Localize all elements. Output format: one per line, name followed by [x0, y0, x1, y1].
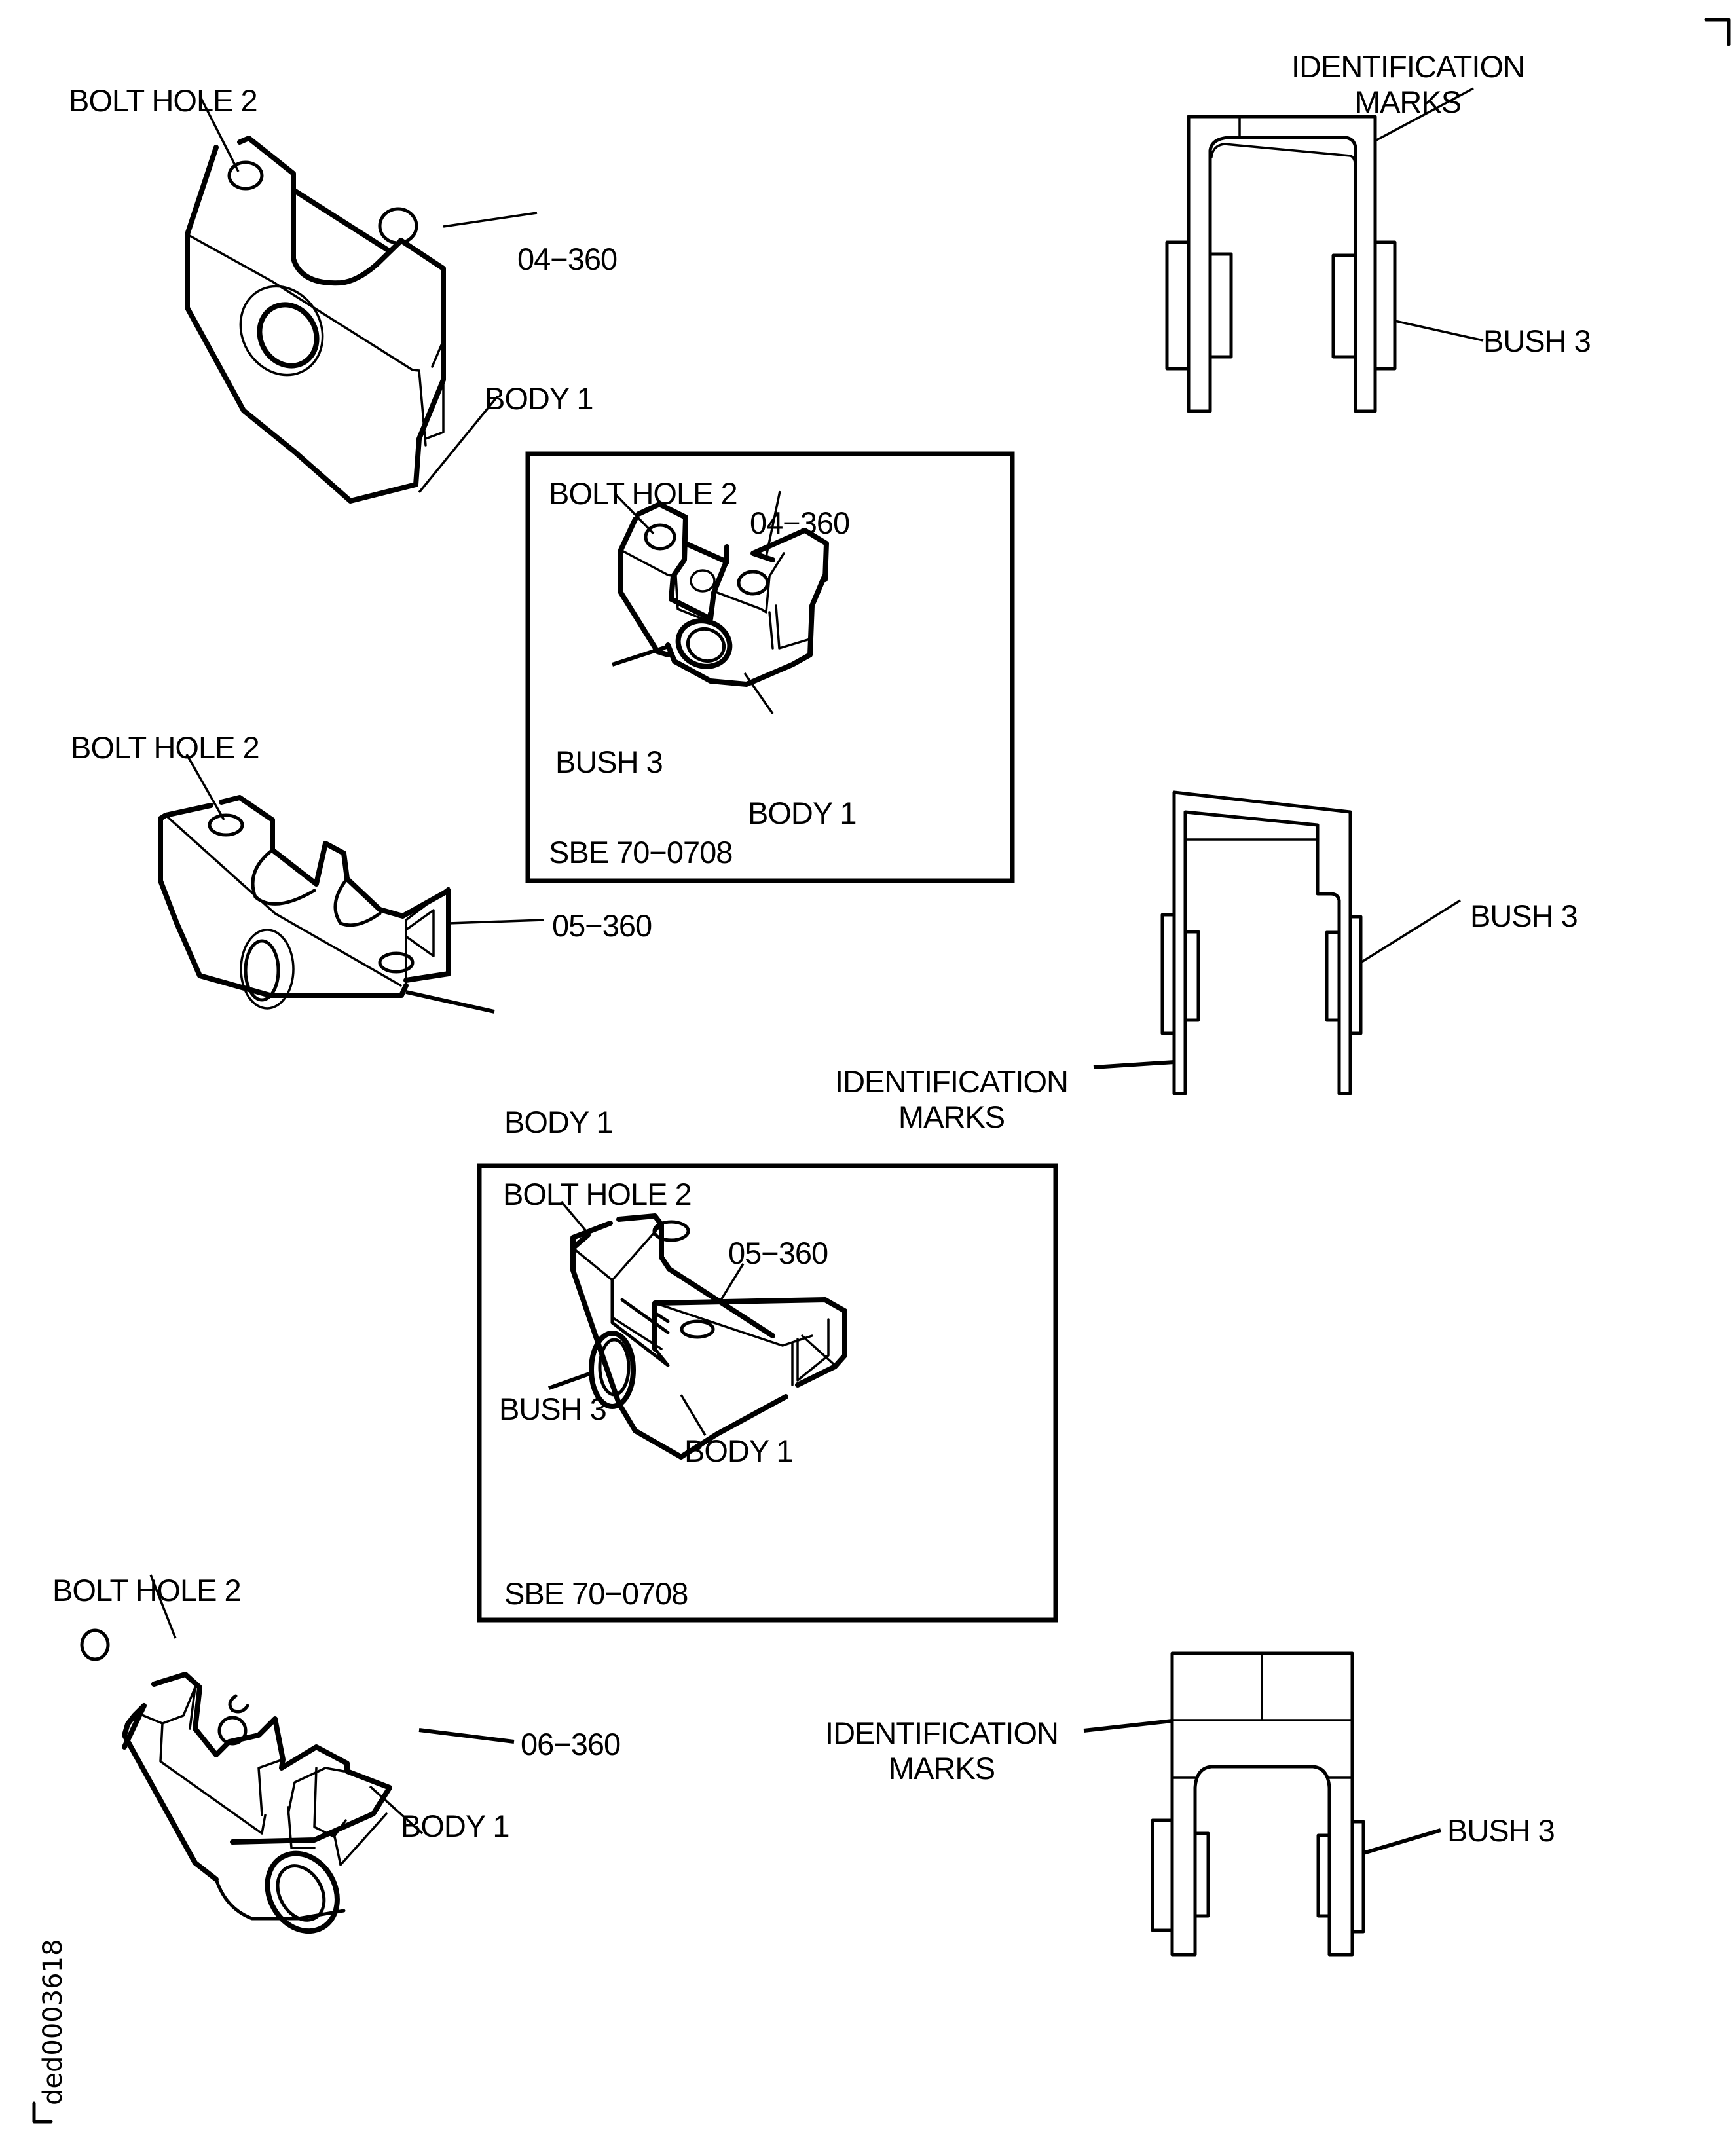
inset-label-bolt-hole: BOLT HOLE 2 — [503, 1177, 692, 1211]
label-bush: BUSH 3 — [1447, 1813, 1555, 1848]
label-body: BODY 1 — [485, 381, 594, 416]
inset-reference: SBE 70−0708 — [549, 835, 733, 870]
label-bush: BUSH 3 — [1470, 898, 1578, 933]
label-bolt-hole: BOLT HOLE 2 — [71, 730, 260, 765]
inset-reference: SBE 70−0708 — [504, 1576, 688, 1611]
label-identification-marks: IDENTIFICATION MARKS — [835, 1064, 1069, 1134]
inset-label-bolt-hole: BOLT HOLE 2 — [549, 476, 738, 511]
corner-mark-bottom-left — [32, 2101, 53, 2124]
isometric-04-360 — [185, 98, 538, 504]
sbe-inset-frame-2 — [477, 1163, 1058, 1623]
label-body: BODY 1 — [401, 1809, 510, 1843]
front-view-05-360 — [1093, 790, 1461, 1095]
sbe-inset-frame-1 — [525, 451, 1015, 883]
front-view-04-360 — [1165, 87, 1484, 413]
isometric-06-360 — [80, 1574, 515, 1934]
front-view-06-360 — [1083, 1651, 1441, 1957]
label-bush: BUSH 3 — [1483, 323, 1591, 358]
isometric-05-360 — [158, 754, 544, 1014]
label-part-number: 05−360 — [552, 908, 652, 943]
inset-label-body: BODY 1 — [748, 796, 857, 830]
label-part-number: 04−360 — [517, 242, 618, 276]
inset-isometric-04-360 — [612, 490, 829, 714]
inset-label-part-number: 05−360 — [728, 1236, 828, 1270]
inset-label-part-number: 04−360 — [750, 506, 850, 540]
label-bolt-hole: BOLT HOLE 2 — [69, 83, 258, 118]
label-identification-marks: IDENTIFICATION MARKS — [825, 1716, 1059, 1786]
label-part-number: 06−360 — [521, 1727, 621, 1761]
inset-label-body: BODY 1 — [684, 1433, 794, 1468]
label-bolt-hole: BOLT HOLE 2 — [52, 1573, 242, 1608]
inset-isometric-05-360 — [547, 1200, 847, 1460]
inset-label-bush: BUSH 3 — [555, 745, 663, 779]
label-body: BODY 1 — [504, 1105, 614, 1139]
label-identification-marks: IDENTIFICATION MARKS — [1291, 49, 1525, 119]
inset-label-bush: BUSH 3 — [499, 1391, 607, 1426]
corner-mark-top-right — [1704, 18, 1731, 46]
document-id: ded0003618 — [38, 1939, 68, 2105]
